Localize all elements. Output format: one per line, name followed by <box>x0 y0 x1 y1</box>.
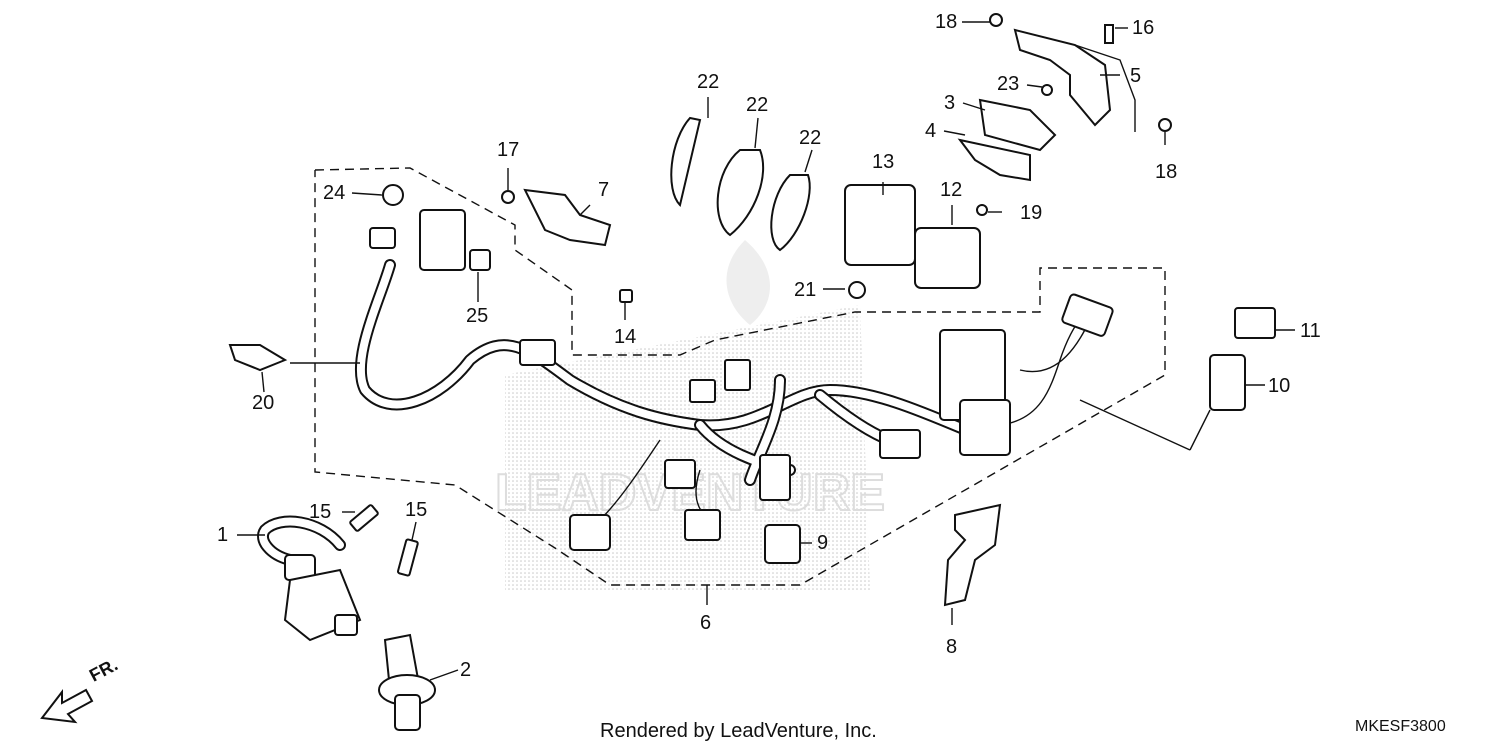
front-direction-arrow <box>40 688 94 724</box>
callout-20: 20 <box>252 392 275 414</box>
callout-10: 10 <box>1268 375 1291 397</box>
connector-9 <box>764 524 801 564</box>
diagram-code: MKESF3800 <box>1355 718 1446 735</box>
callout-1: 1 <box>217 524 229 546</box>
relay-10-11 <box>1209 307 1276 411</box>
callout-22a: 22 <box>697 71 720 93</box>
leader-lines <box>237 21 1295 681</box>
ignition-coil <box>257 515 362 642</box>
callout-9: 9 <box>817 532 829 554</box>
bracket-7 <box>501 188 612 247</box>
bracket-8 <box>943 503 1002 607</box>
callout-19: 19 <box>1020 202 1043 224</box>
callout-6: 6 <box>700 612 712 634</box>
callout-12: 12 <box>940 179 963 201</box>
callout-2: 2 <box>460 659 472 681</box>
unit-12-13 <box>619 184 981 303</box>
callout-22c: 22 <box>799 127 822 149</box>
small-parts <box>228 184 491 372</box>
dashed-outlines <box>314 167 1166 586</box>
callout-13: 13 <box>872 151 895 173</box>
bands-22 <box>670 116 811 252</box>
callout-18a: 18 <box>935 11 958 33</box>
spark-plug-cap <box>378 633 436 731</box>
main-wire-harness <box>354 209 1114 551</box>
callout-15a: 15 <box>309 501 332 523</box>
bolts-15 <box>349 504 419 577</box>
callout-15b: 15 <box>405 499 428 521</box>
callout-4: 4 <box>925 120 937 142</box>
callout-7: 7 <box>598 179 610 201</box>
callout-17: 17 <box>497 139 520 161</box>
rubber-cover <box>957 98 1057 182</box>
upper-bracket <box>976 13 1172 216</box>
callout-25: 25 <box>466 305 489 327</box>
callout-5: 5 <box>1130 65 1142 87</box>
callout-3: 3 <box>944 92 956 114</box>
callout-24: 24 <box>323 182 346 204</box>
callout-16: 16 <box>1132 17 1155 39</box>
callout-11: 11 <box>1300 320 1321 342</box>
callout-23: 23 <box>997 73 1020 95</box>
callout-22b: 22 <box>746 94 769 116</box>
callout-18b: 18 <box>1155 161 1178 183</box>
callout-21: 21 <box>794 279 817 301</box>
callout-8: 8 <box>946 636 958 658</box>
credit-text: Rendered by LeadVenture, Inc. <box>600 720 877 742</box>
callout-14: 14 <box>614 326 637 348</box>
